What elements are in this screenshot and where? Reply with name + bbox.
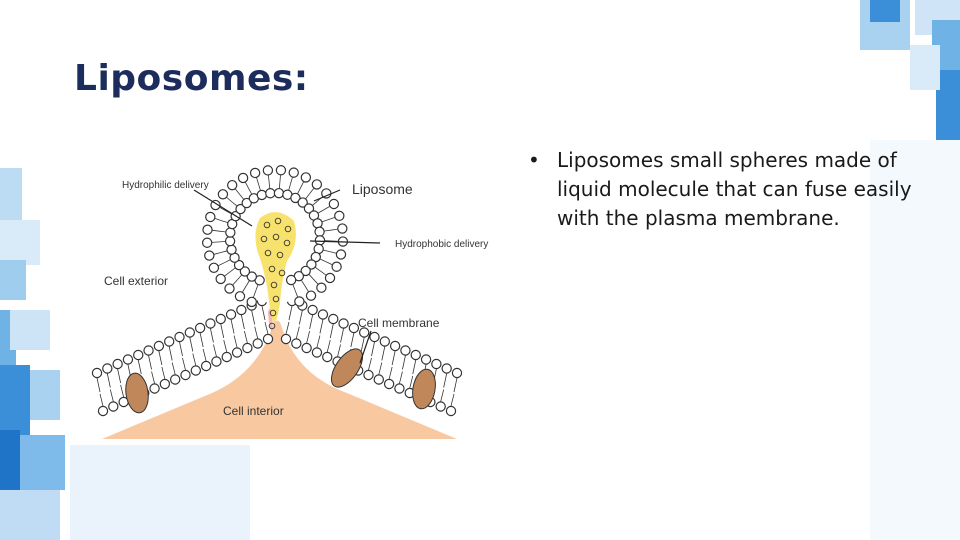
- left-decoration: [0, 160, 70, 540]
- hydrophobic-delivery-label: Hydrophobic delivery: [395, 239, 488, 250]
- bullet-marker: •: [528, 148, 540, 172]
- bullet-item: • Liposomes small spheres made of liquid…: [528, 146, 918, 233]
- liposome-label: Liposome: [352, 181, 413, 197]
- protein-right: [412, 368, 436, 410]
- hydrophilic-delivery-label: Hydrophilic delivery: [122, 180, 209, 191]
- bullet-list: • Liposomes small spheres made of liquid…: [528, 146, 918, 233]
- bottom-decoration: [70, 445, 250, 540]
- right-lower-decoration: [870, 140, 960, 540]
- cell-exterior-label: Cell exterior: [104, 274, 168, 288]
- page-title: Liposomes:: [74, 58, 309, 99]
- cell-interior-region: [102, 320, 457, 439]
- bullet-text: Liposomes small spheres made of liquid m…: [557, 148, 912, 230]
- cell-membrane-label: Cell membrane: [358, 316, 440, 330]
- liposome-diagram: Hydrophilic delivery Liposome Hydrophobi…: [91, 165, 488, 439]
- protein-left: [125, 372, 149, 414]
- cell-interior-label: Cell interior: [223, 404, 284, 418]
- protein-middle: [330, 348, 364, 388]
- right-decoration: [850, 0, 960, 145]
- liposome-figure: Hydrophilic delivery Liposome Hydrophobi…: [82, 143, 492, 445]
